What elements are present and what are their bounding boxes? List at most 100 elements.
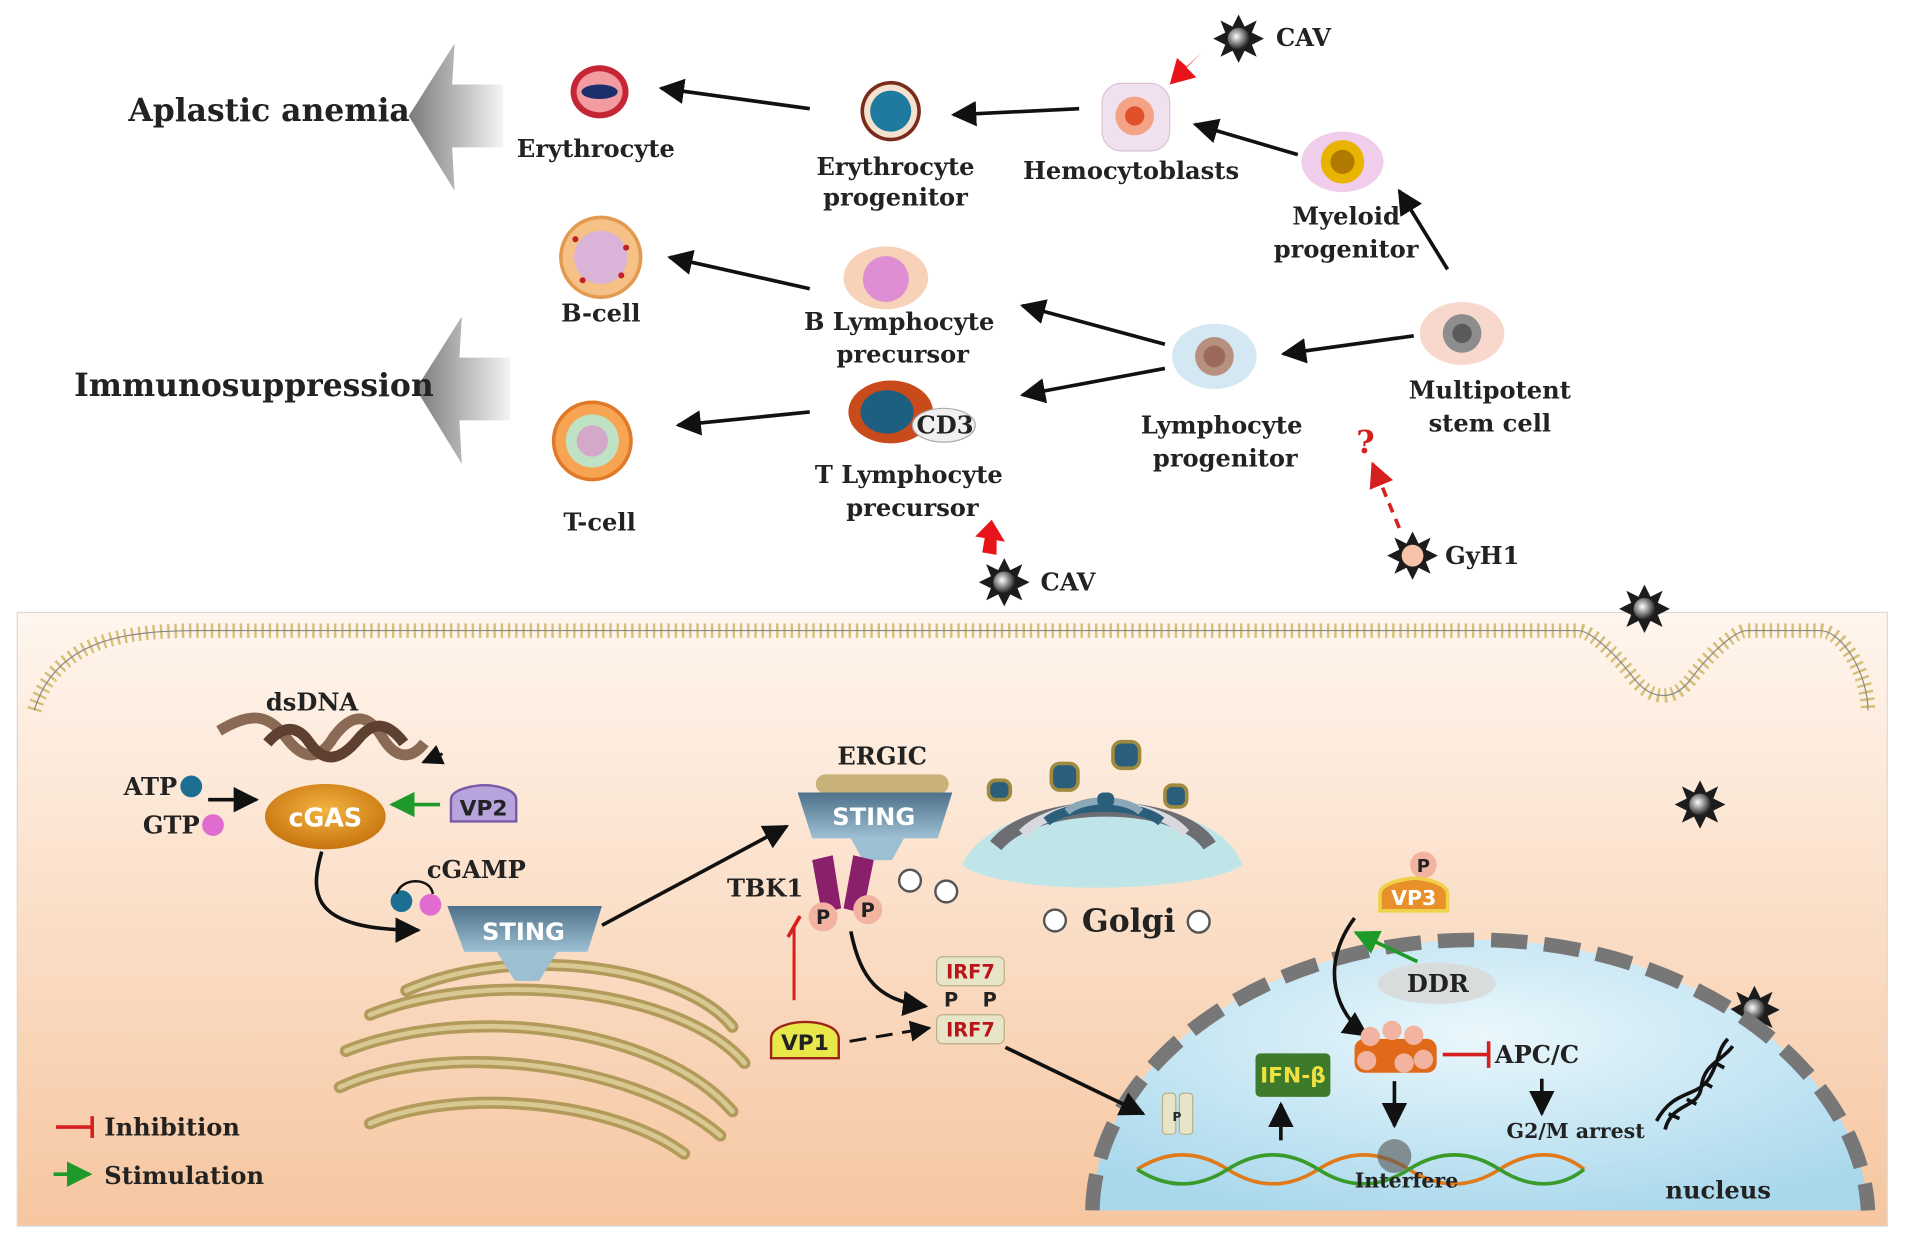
cgamp-atp-dot xyxy=(390,890,413,913)
b-cell-label: B-cell xyxy=(561,298,640,327)
cav-top-label: CAV xyxy=(1276,23,1332,52)
atp-dot xyxy=(180,775,203,798)
lymphocyte-progenitor-label-2: progenitor xyxy=(1153,443,1298,472)
golgi-icon xyxy=(961,739,1243,888)
hemocytoblast-icon xyxy=(1101,82,1171,152)
vp1-shape xyxy=(769,1020,840,1060)
ifnb-box xyxy=(1255,1053,1331,1097)
red-attack-arrow-top xyxy=(1169,53,1202,85)
vp3-label: VP3 xyxy=(1391,886,1436,910)
virus-icon xyxy=(1213,14,1264,63)
nucleus-label: nucleus xyxy=(1665,1175,1771,1204)
cgas-label: cGAS xyxy=(288,802,362,832)
irf7-b-shape xyxy=(935,1014,1005,1045)
interfere-label: Interfere xyxy=(1355,1168,1459,1192)
vesicles xyxy=(897,868,1211,934)
erythrocyte-progenitor-label-1: Erythrocyte xyxy=(817,152,975,181)
sting-er-shape xyxy=(447,906,602,952)
dna-helix-icon xyxy=(216,712,429,763)
tbk1-right xyxy=(843,855,874,914)
sting-er-stem xyxy=(496,951,558,981)
sting-ergic-shape xyxy=(797,792,953,839)
tbk1-p-left-label: P xyxy=(816,906,830,929)
t-lymphocyte-precursor-icon xyxy=(848,380,976,444)
aplastic-anemia-label: Aplastic anemia xyxy=(127,93,409,129)
cgamp-gtp-dot xyxy=(419,893,442,916)
cav-mid-label: CAV xyxy=(1040,568,1096,597)
b-lymphocyte-precursor-label-1: B Lymphocyte xyxy=(804,307,994,336)
irf7-p-left: P xyxy=(944,988,958,1011)
multipotent-stem-cell-icon xyxy=(1419,302,1505,365)
sting-er-label: STING xyxy=(482,918,565,946)
cgamp-label: cGAMP xyxy=(427,855,526,884)
b-cell-icon xyxy=(559,215,643,299)
irf7-dimer-nuclear: P xyxy=(1161,1092,1194,1135)
gyh1-label: GyH1 xyxy=(1445,541,1519,570)
irf7-a-label: IRF7 xyxy=(946,960,995,983)
svg-text:P: P xyxy=(1173,1110,1182,1124)
lymphocyte-progenitor-label-1: Lymphocyte xyxy=(1141,411,1303,440)
vp3-shape xyxy=(1378,876,1450,913)
erythrocyte-icon xyxy=(570,65,629,119)
vp2-shape xyxy=(449,783,518,823)
lymphocyte-progenitor-icon xyxy=(1172,323,1257,389)
multipotent-label-1: Multipotent xyxy=(1409,376,1572,405)
apcc-label: APC/C xyxy=(1494,1040,1579,1069)
golgi-label: Golgi xyxy=(1082,903,1176,939)
hemocytoblasts-label: Hemocytoblasts xyxy=(1023,156,1239,185)
virus-icon xyxy=(978,558,1030,607)
dsdna-label: dsDNA xyxy=(266,687,360,716)
vp3-p-label: P xyxy=(1417,856,1430,877)
aplastic-big-arrow xyxy=(408,43,503,191)
genomic-dna-icon xyxy=(1136,1153,1586,1186)
ergic-membrane xyxy=(815,774,949,794)
myeloid-progenitor-icon xyxy=(1301,131,1384,193)
t-cell-label: T-cell xyxy=(563,507,635,536)
myeloid-progenitor-label-1: Myeloid xyxy=(1292,202,1400,231)
irf7-a-shape xyxy=(935,956,1005,987)
gtp-dot xyxy=(202,814,224,836)
ergic-label: ERGIC xyxy=(837,742,927,771)
membrane-icon xyxy=(27,623,1876,713)
vp1-label: VP1 xyxy=(781,1031,829,1056)
t-lymphocyte-precursor-label-1: T Lymphocyte xyxy=(815,460,1003,489)
cgas-shape xyxy=(264,783,386,850)
legend: Inhibition Stimulation xyxy=(53,1113,264,1190)
ddr-ellipse xyxy=(1377,962,1496,1004)
question-mark: ? xyxy=(1356,425,1374,461)
irf7-b-label: IRF7 xyxy=(946,1018,995,1041)
nucleus-shape xyxy=(1085,932,1876,1211)
sting-ergic-label: STING xyxy=(832,803,915,831)
tbk1-label: TBK1 xyxy=(727,873,803,902)
dna-helix-icon xyxy=(1654,1037,1735,1131)
signaling-panel: nucleus dsDNA ATP GTP cGAS VP2 cGAMP xyxy=(16,584,1888,1227)
b-lymphocyte-precursor-label-2: precursor xyxy=(837,339,970,368)
ifnb-label: IFN-β xyxy=(1260,1063,1326,1088)
interference-knot xyxy=(1377,1139,1412,1173)
legend-stimulation-label: Stimulation xyxy=(104,1161,264,1190)
immunosuppression-label: Immunosuppression xyxy=(74,368,434,404)
phospho-complex-icon xyxy=(1354,1020,1437,1073)
gyh1-dashed-arrow xyxy=(1369,461,1401,529)
immuno-big-arrow xyxy=(415,316,511,464)
b-lymphocyte-precursor-icon xyxy=(843,246,929,310)
ddr-label: DDR xyxy=(1407,969,1470,998)
t-lymphocyte-precursor-label-2: precursor xyxy=(846,493,979,522)
hematopoiesis-panel: Aplastic anemia Immunosuppression Erythr… xyxy=(74,14,1572,607)
atp-label: ATP xyxy=(123,772,178,801)
vp2-label: VP2 xyxy=(460,796,508,821)
tbk1-left xyxy=(812,855,842,914)
tbk1-p-right xyxy=(853,895,883,925)
irf7-p-right: P xyxy=(983,988,997,1011)
lineage-arrows xyxy=(658,78,1450,436)
multipotent-label-2: stem cell xyxy=(1429,408,1552,437)
t-cell-icon xyxy=(551,400,633,482)
gtp-label: GTP xyxy=(143,811,200,840)
red-attack-arrow-mid xyxy=(975,519,1005,555)
g2m-label: G2/M arrest xyxy=(1507,1119,1646,1143)
er-icon-inner xyxy=(337,962,747,1157)
tbk1-p-right-label: P xyxy=(861,899,875,922)
myeloid-progenitor-label-2: progenitor xyxy=(1274,234,1419,263)
tbk1-p-left xyxy=(808,902,838,932)
